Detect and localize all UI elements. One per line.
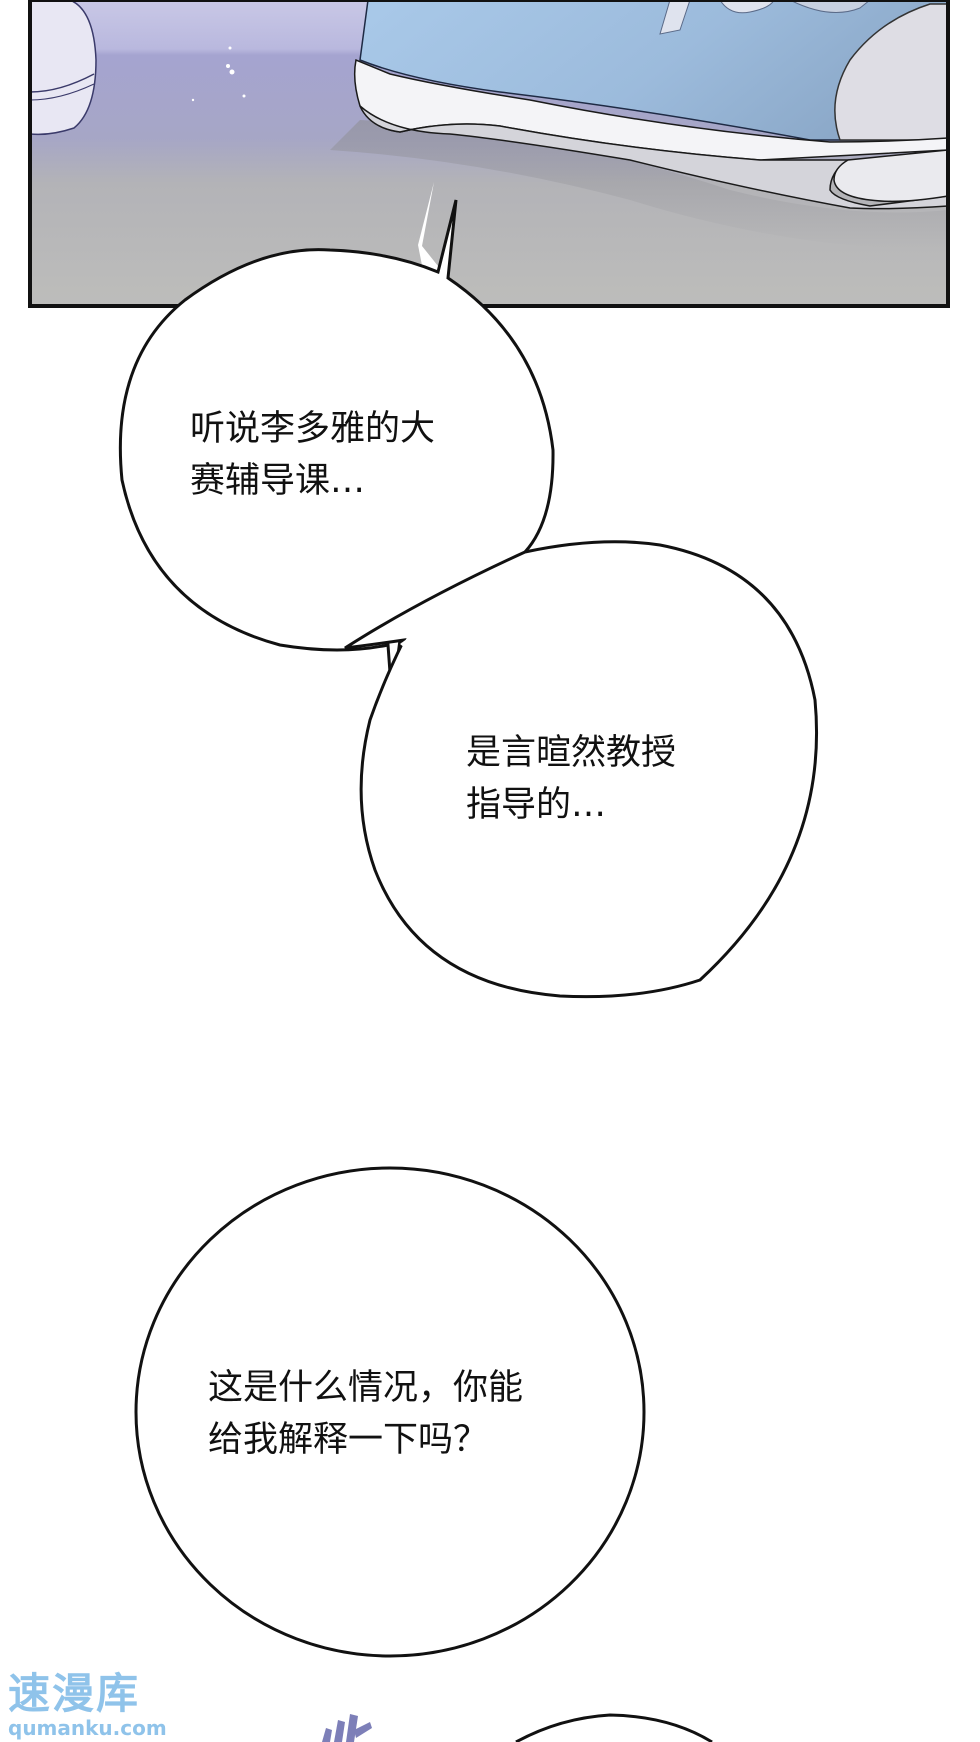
watermark-logo-text: 速漫库 [8, 1669, 141, 1718]
speech-bubble-2-shape [344, 540, 819, 999]
speech-bubble-1: 听说李多雅的大 赛辅导课… [190, 403, 435, 507]
bubble-1-line-2: 赛辅导课… [190, 461, 366, 501]
bubble-3-line-1: 这是什么情况，你能 [208, 1368, 524, 1408]
bubble-1-line-1: 听说李多雅的大 [190, 409, 436, 449]
sfx-shock-icon [322, 1714, 372, 1742]
comic-panel-sneaker [30, 0, 948, 306]
speech-bubble-2: 是言暄然教授 指导的… [466, 727, 676, 831]
bubble-2-line-2: 指导的… [466, 785, 607, 825]
panel-border [28, 0, 950, 308]
speech-bubble-3: 这是什么情况，你能 给我解释一下吗？ [208, 1362, 523, 1466]
speech-bubble-4-shape [515, 1713, 713, 1742]
bubble-3-line-2: 给我解释一下吗？ [208, 1420, 489, 1460]
bubble-2-line-1: 是言暄然教授 [466, 733, 677, 773]
site-watermark: 速漫库 qumanku.com [8, 1669, 168, 1740]
sneaker-illustration [30, 0, 948, 306]
speech-bubble-3-shape [134, 1166, 646, 1658]
watermark-url: qumanku.com [8, 1716, 167, 1740]
